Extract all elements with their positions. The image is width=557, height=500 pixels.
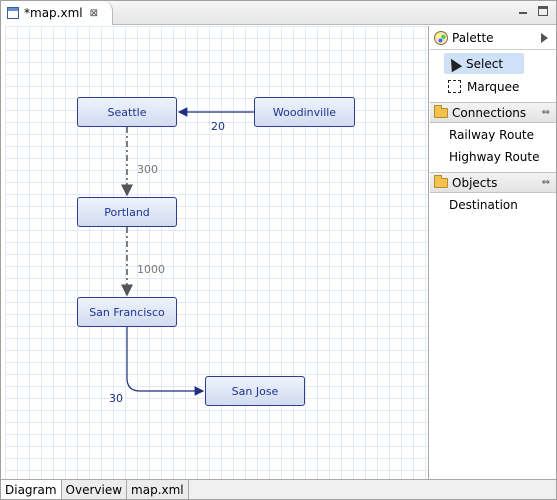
- editor-tab-title: *map.xml: [24, 6, 83, 20]
- marquee-tool[interactable]: Marquee: [444, 76, 524, 97]
- tab-overview[interactable]: Overview: [61, 480, 128, 499]
- highway-route-label: 30: [109, 392, 123, 405]
- select-tool[interactable]: Select: [444, 53, 524, 74]
- palette-icon: [434, 30, 448, 45]
- connections-layer: [121, 107, 254, 396]
- palette-entry-destination[interactable]: Destination: [449, 198, 518, 212]
- railway-route-label: 300: [137, 163, 158, 176]
- marquee-icon: [448, 80, 461, 93]
- destination-san-francisco[interactable]: San Francisco: [77, 297, 177, 327]
- drawer-connections-title: Connections: [452, 105, 527, 120]
- destination-woodinville[interactable]: Woodinville: [254, 97, 355, 127]
- editor-page-tabs: Diagram Overview map.xml: [1, 479, 556, 499]
- window-controls: [518, 6, 548, 16]
- palette-header[interactable]: Palette: [430, 26, 556, 50]
- diagram-canvas[interactable]: Seattle Woodinville Portland San Francis…: [5, 26, 429, 479]
- xml-file-icon: [7, 7, 19, 19]
- tab-diagram[interactable]: Diagram: [1, 480, 62, 499]
- destination-seattle[interactable]: Seattle: [77, 97, 177, 127]
- palette-title: Palette: [452, 30, 494, 45]
- destination-portland[interactable]: Portland: [77, 197, 177, 227]
- minimize-icon[interactable]: [518, 6, 528, 16]
- editor-tab-map-xml[interactable]: *map.xml ⊠: [1, 1, 113, 25]
- select-tool-label: Select: [466, 56, 504, 71]
- folder-icon: [434, 104, 448, 118]
- marquee-tool-label: Marquee: [467, 79, 520, 94]
- palette-entry-railway-route[interactable]: Railway Route: [449, 128, 535, 142]
- maximize-icon[interactable]: [538, 6, 548, 16]
- drawer-objects[interactable]: Objects ⇔: [430, 172, 556, 193]
- folder-icon: [434, 174, 448, 188]
- palette-panel: Palette Select Marquee Connections ⇔ Rai…: [430, 26, 556, 479]
- destination-san-jose[interactable]: San Jose: [205, 376, 305, 406]
- pin-icon[interactable]: ⇔: [541, 107, 550, 118]
- railway-route-label: 1000: [137, 263, 165, 276]
- close-icon[interactable]: ⊠: [89, 7, 98, 19]
- drawer-connections[interactable]: Connections ⇔: [430, 102, 556, 123]
- palette-entry-highway-route[interactable]: Highway Route: [449, 150, 540, 164]
- arrow-cursor-icon: [445, 55, 463, 72]
- highway-route-label: 20: [211, 120, 225, 133]
- tab-map-xml[interactable]: map.xml: [127, 480, 189, 499]
- collapse-arrow-icon[interactable]: [541, 32, 548, 43]
- drawer-objects-title: Objects: [452, 175, 498, 190]
- highway-route-san-francisco-san-jose[interactable]: [126, 326, 205, 396]
- editor-titlebar: *map.xml ⊠: [1, 1, 556, 25]
- pin-icon[interactable]: ⇔: [541, 177, 550, 188]
